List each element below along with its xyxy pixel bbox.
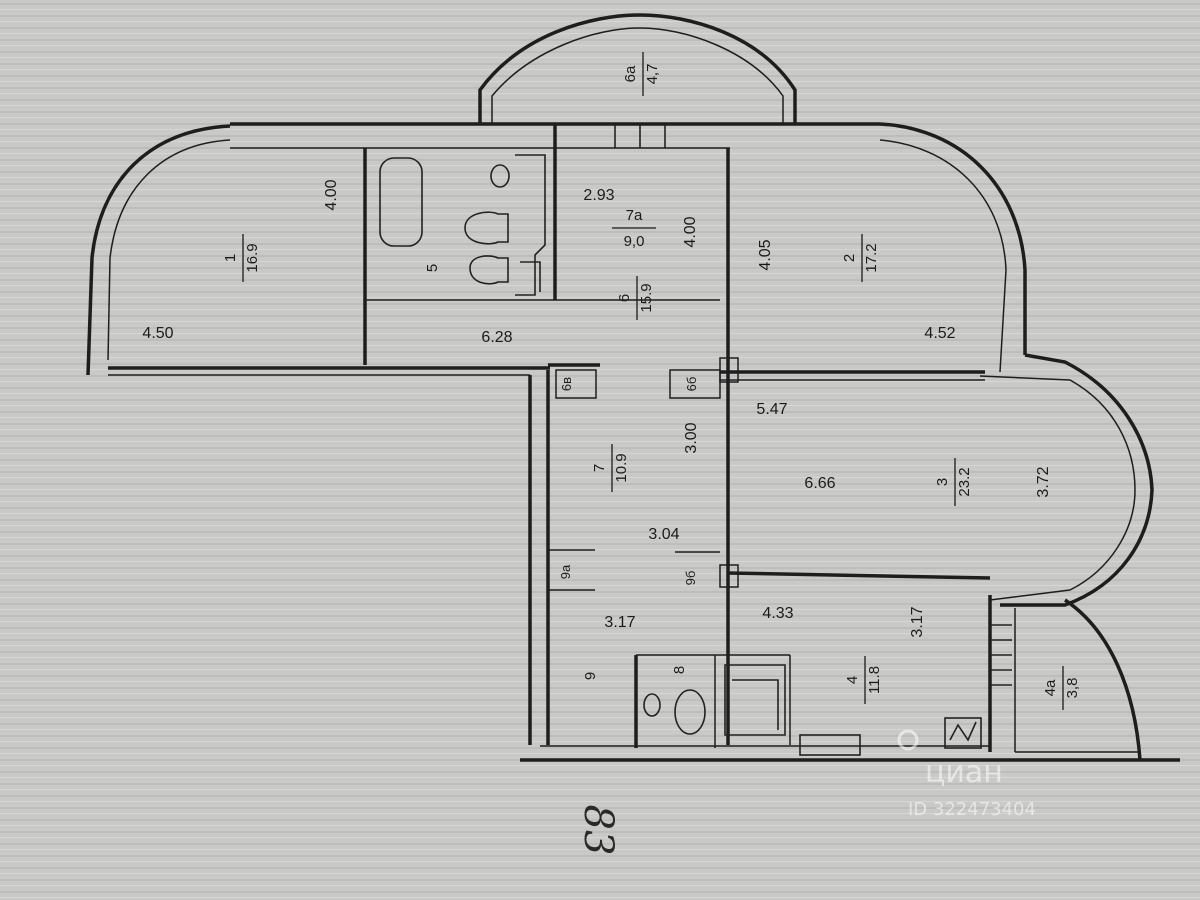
room-label-8: 8 xyxy=(671,666,688,674)
room-number: 4a xyxy=(1042,679,1059,696)
svg-text:9б: 9б xyxy=(683,571,698,586)
closet-6b: 6б xyxy=(684,377,699,392)
room-number: 4 xyxy=(844,676,861,684)
room-label-7a: 7a 9,0 xyxy=(612,207,656,250)
room-number: 1 xyxy=(222,254,239,262)
room-label-6a: 6a 4,7 xyxy=(622,52,661,96)
dimension: 4.50 xyxy=(142,325,173,342)
fixtures xyxy=(379,124,1012,756)
room-label-2: 2 17.2 xyxy=(841,234,880,282)
svg-text:6б: 6б xyxy=(684,377,699,392)
room-label-6: 6 15.9 xyxy=(616,276,655,320)
room-label-5: 5 xyxy=(424,264,441,272)
room-area: 17.2 xyxy=(863,243,880,272)
room-area: 15.9 xyxy=(638,283,655,312)
dimension: 3.00 xyxy=(683,422,700,453)
room-number: 5 xyxy=(424,264,441,272)
dimension: 3.17 xyxy=(909,606,926,637)
room-area: 4,7 xyxy=(644,64,661,85)
interior-walls xyxy=(363,124,991,748)
dimension: 4.00 xyxy=(682,216,699,247)
room-number: 9 xyxy=(582,672,599,680)
location-pin-icon xyxy=(897,729,919,751)
room-area: 10.9 xyxy=(613,453,630,482)
room-label-4: 4 11.8 xyxy=(844,656,883,704)
room-area: 3,8 xyxy=(1064,678,1081,699)
dimension: 3.04 xyxy=(648,526,679,543)
dimension: 6.28 xyxy=(481,329,512,346)
dimension: 5.47 xyxy=(756,401,787,418)
closet-9a: 9а xyxy=(558,564,573,579)
dimension-labels: 4.00 4.50 6.28 2.93 4.00 4.05 4.52 5.47 … xyxy=(142,179,1052,637)
room-number: 2 xyxy=(841,254,858,262)
dimension: 4.33 xyxy=(762,605,793,622)
room-number: 7a xyxy=(626,207,643,224)
room-area: 16.9 xyxy=(244,243,261,272)
svg-text:83: 83 xyxy=(575,805,621,856)
dimension: 4.05 xyxy=(757,239,774,270)
watermark: циан ID 322473404 xyxy=(897,729,1036,820)
dimension: 6.66 xyxy=(804,475,835,492)
room-label-4a: 4a 3,8 xyxy=(1042,666,1081,710)
dimension: 3.17 xyxy=(604,614,635,631)
dimension: 2.93 xyxy=(583,187,614,204)
svg-text:9а: 9а xyxy=(558,564,573,579)
room-label-9: 9 xyxy=(582,672,599,680)
watermark-brand: циан xyxy=(925,755,1003,790)
room-area: 23.2 xyxy=(956,467,973,496)
watermark-id: ID 322473404 xyxy=(908,799,1036,820)
room-number: 3 xyxy=(934,478,951,486)
balcony-6a xyxy=(478,13,797,124)
closet-9b: 9б xyxy=(683,571,698,586)
room-number: 8 xyxy=(671,666,688,674)
room-label-7: 7 10.9 xyxy=(591,444,630,492)
room-area: 11.8 xyxy=(866,666,883,694)
dimension: 4.00 xyxy=(323,179,340,210)
svg-text:6в: 6в xyxy=(559,377,574,391)
room-label-3: 3 23.2 xyxy=(934,458,973,506)
room-label-1: 1 16.9 xyxy=(222,234,261,282)
closet-6v: 6в xyxy=(559,377,574,391)
room-number: 6a xyxy=(622,65,639,82)
dimension: 4.52 xyxy=(924,325,955,342)
handwritten-number: 83 xyxy=(575,805,621,856)
dimension: 3.72 xyxy=(1035,466,1052,497)
room-area: 9,0 xyxy=(624,233,645,250)
room-number: 7 xyxy=(591,464,608,472)
room-number: 6 xyxy=(616,294,633,302)
